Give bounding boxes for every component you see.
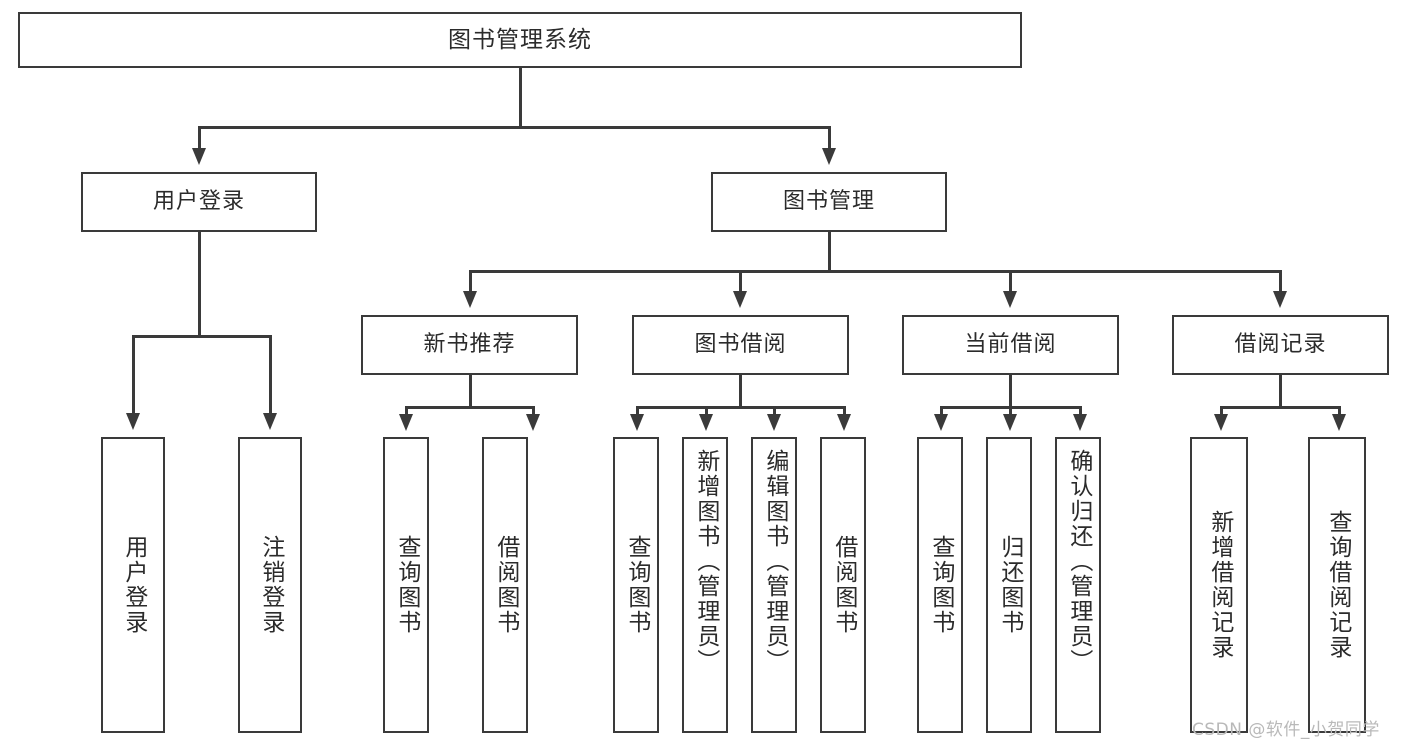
arrowhead-book-borrow-leaf3 xyxy=(767,414,781,431)
node-borrow-record[interactable]: 借阅记录 xyxy=(1172,315,1389,375)
node-book-borrow[interactable]: 图书借阅 xyxy=(632,315,849,375)
node-label: 查询图书 xyxy=(927,535,954,635)
node-user-login[interactable]: 用户登录 xyxy=(81,172,317,232)
node-label: 查询借阅记录 xyxy=(1324,510,1351,660)
node-label: 新增借阅记录 xyxy=(1206,510,1233,660)
connector-book-borrow-leaf3 xyxy=(773,406,776,416)
connector-current-borrow-leaf2 xyxy=(1009,406,1012,416)
node-label: 新增图书（管理员） xyxy=(692,449,719,674)
leaf-book-borrow-borrow-books[interactable]: 借阅图书 xyxy=(820,437,866,733)
connector-root-stem xyxy=(519,68,522,126)
leaf-current-borrow-confirm-return-admin[interactable]: 确认归还（管理员） xyxy=(1055,437,1101,733)
arrowhead-current-borrow-leaf3 xyxy=(1073,414,1087,431)
leaf-book-borrow-add-book-admin[interactable]: 新增图书（管理员） xyxy=(682,437,728,733)
node-label: 借阅记录 xyxy=(1234,332,1327,357)
node-label: 图书借阅 xyxy=(694,332,787,357)
leaf-current-borrow-return-books[interactable]: 归还图书 xyxy=(986,437,1032,733)
node-label: 新书推荐 xyxy=(423,332,516,357)
leaf-borrow-record-query-record[interactable]: 查询借阅记录 xyxy=(1308,437,1366,733)
connector-to-current-borrow xyxy=(1009,270,1012,293)
node-label: 编辑图书（管理员） xyxy=(761,449,788,674)
node-current-borrow[interactable]: 当前借阅 xyxy=(902,315,1119,375)
connector-user-login-leaf2 xyxy=(269,335,272,415)
connector-book-management-stem xyxy=(828,232,831,270)
arrowhead-book-borrow xyxy=(733,291,747,308)
node-label: 查询图书 xyxy=(393,535,420,635)
connector-user-login-stem xyxy=(198,232,201,335)
node-label: 用户登录 xyxy=(120,535,147,635)
connector-book-borrow-leaf1 xyxy=(636,406,639,416)
arrowhead-book-borrow-leaf1 xyxy=(630,414,644,431)
node-label: 归还图书 xyxy=(996,535,1023,635)
node-label: 图书管理 xyxy=(782,189,875,214)
arrowhead-new-book xyxy=(463,291,477,308)
arrowhead-current-borrow xyxy=(1003,291,1017,308)
node-book-management[interactable]: 图书管理 xyxy=(711,172,947,232)
leaf-user-login-login[interactable]: 用户登录 xyxy=(101,437,165,733)
connector-book-borrow-stem xyxy=(739,375,742,406)
csdn-watermark: CSDN @软件_小贺同学 xyxy=(1192,720,1380,740)
arrowhead-user-login-leaf1 xyxy=(126,413,140,430)
connector-book-borrow-leaf2 xyxy=(705,406,708,416)
leaf-current-borrow-query-books[interactable]: 查询图书 xyxy=(917,437,963,733)
connector-level3-bus xyxy=(470,270,1281,273)
arrowhead-borrow-record-leaf2 xyxy=(1332,414,1346,431)
node-label: 图书管理系统 xyxy=(448,26,592,53)
connector-user-login-leaf1 xyxy=(132,335,135,415)
node-label: 确认归还（管理员） xyxy=(1065,449,1092,674)
connector-new-book-leaf1 xyxy=(405,406,408,416)
connector-new-book-stem xyxy=(469,375,472,406)
node-root-book-management-system[interactable]: 图书管理系统 xyxy=(18,12,1022,68)
connector-to-book-management xyxy=(828,126,831,150)
arrowhead-current-borrow-leaf2 xyxy=(1003,414,1017,431)
leaf-new-book-query-books[interactable]: 查询图书 xyxy=(383,437,429,733)
node-label: 当前借阅 xyxy=(964,332,1057,357)
connector-user-login-bus xyxy=(133,335,271,338)
arrowhead-new-book-leaf1 xyxy=(399,414,413,431)
node-label: 借阅图书 xyxy=(830,535,857,635)
connector-current-borrow-leaf3 xyxy=(1079,406,1082,416)
connector-new-book-leaf2 xyxy=(532,406,535,416)
leaf-borrow-record-add-record[interactable]: 新增借阅记录 xyxy=(1190,437,1248,733)
connector-book-borrow-leaf4 xyxy=(843,406,846,416)
connector-to-borrow-record xyxy=(1279,270,1282,293)
node-label: 借阅图书 xyxy=(492,535,519,635)
arrowhead-borrow-record-leaf1 xyxy=(1214,414,1228,431)
leaf-new-book-borrow-books[interactable]: 借阅图书 xyxy=(482,437,528,733)
node-label: 用户登录 xyxy=(152,189,245,214)
arrowhead-user-login-leaf2 xyxy=(263,413,277,430)
connector-to-book-borrow xyxy=(739,270,742,293)
leaf-book-borrow-query-books[interactable]: 查询图书 xyxy=(613,437,659,733)
connector-borrow-record-bus xyxy=(1221,406,1340,409)
connector-to-new-book xyxy=(469,270,472,293)
arrowhead-current-borrow-leaf1 xyxy=(934,414,948,431)
arrowhead-borrow-record xyxy=(1273,291,1287,308)
node-label: 注销登录 xyxy=(257,535,284,635)
connector-level2-bus xyxy=(199,126,831,129)
connector-book-borrow-bus xyxy=(637,406,845,409)
connector-new-book-bus xyxy=(406,406,534,409)
arrowhead-book-borrow-leaf2 xyxy=(699,414,713,431)
connector-current-borrow-leaf1 xyxy=(940,406,943,416)
node-label: 查询图书 xyxy=(623,535,650,635)
leaf-book-borrow-edit-book-admin[interactable]: 编辑图书（管理员） xyxy=(751,437,797,733)
connector-borrow-record-leaf1 xyxy=(1220,406,1223,416)
connector-borrow-record-stem xyxy=(1279,375,1282,406)
arrowhead-book-management xyxy=(822,148,836,165)
node-new-book-recommend[interactable]: 新书推荐 xyxy=(361,315,578,375)
connector-current-borrow-stem xyxy=(1009,375,1012,406)
arrowhead-book-borrow-leaf4 xyxy=(837,414,851,431)
arrowhead-user-login xyxy=(192,148,206,165)
connector-borrow-record-leaf2 xyxy=(1338,406,1341,416)
leaf-user-login-logout[interactable]: 注销登录 xyxy=(238,437,302,733)
arrowhead-new-book-leaf2 xyxy=(526,414,540,431)
connector-to-user-login xyxy=(198,126,201,150)
